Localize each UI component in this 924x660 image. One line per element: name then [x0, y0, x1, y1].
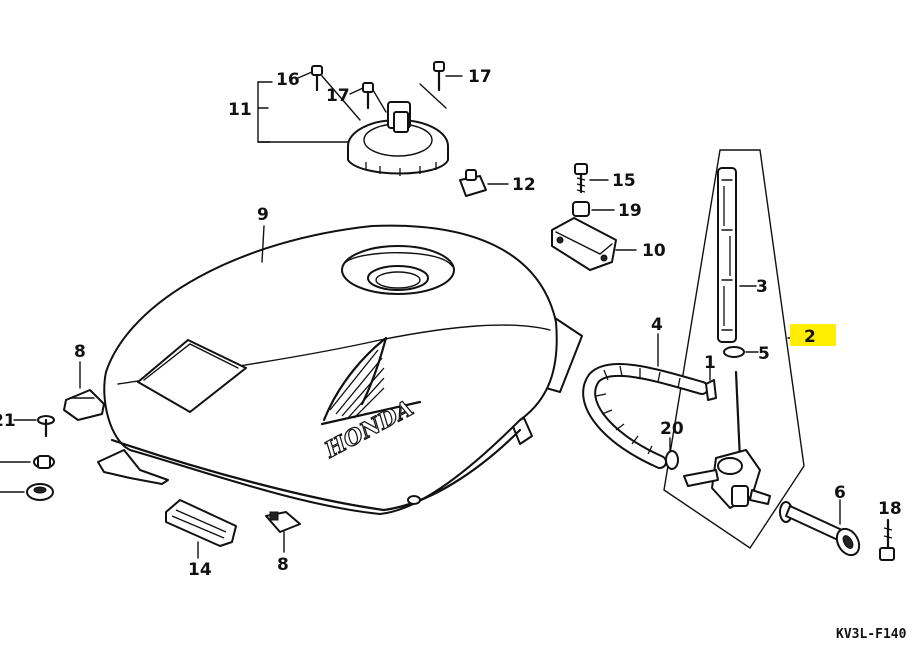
callout-10: 10	[642, 241, 666, 261]
callout-15: 15	[612, 171, 636, 191]
fuel-cap-assembly	[347, 101, 449, 176]
callout-6: 6	[834, 483, 846, 503]
cap-bolt-17-right	[433, 61, 445, 92]
screw-18	[879, 518, 895, 561]
callout-4: 4	[651, 315, 663, 335]
hose-clip-1	[705, 363, 717, 401]
o-ring-5	[723, 346, 745, 358]
fuel-tank-part: HONDA	[97, 224, 583, 515]
callout-17-left: 17	[326, 86, 350, 106]
callout-2: 2	[804, 327, 816, 347]
collar-washer	[0, 455, 55, 469]
callout-19: 19	[618, 201, 642, 221]
callout-1: 1	[704, 353, 716, 373]
fuel-valve-assembly	[663, 149, 805, 549]
bracket-10	[551, 217, 637, 271]
callout-8-upper: 8	[74, 342, 86, 362]
callout-14: 14	[188, 560, 212, 580]
sheet-code: KV3L-F140	[836, 627, 907, 642]
callout-12: 12	[512, 175, 536, 195]
strainer-3	[717, 167, 737, 343]
cap-bolt-16	[311, 65, 323, 92]
bolt-21	[13, 415, 55, 438]
valve-group-outline	[663, 149, 805, 549]
callout-17-right: 17	[468, 67, 492, 87]
cap-bolt-17-left	[362, 82, 374, 110]
collar-19	[572, 201, 615, 217]
callout-18: 18	[878, 499, 902, 519]
callout-8-lower: 8	[277, 555, 289, 575]
rubber-mount	[0, 483, 54, 501]
callout-5: 5	[758, 344, 770, 364]
callout-20: 20	[660, 419, 684, 439]
highlight-callout-2	[790, 324, 836, 346]
callout-11: 11	[228, 100, 252, 120]
damper-8-lower	[265, 511, 301, 553]
hose-clip-20	[665, 437, 679, 470]
callout-21: 21	[0, 411, 16, 431]
damper-8-upper	[63, 361, 105, 421]
drain-screw-6	[779, 499, 861, 557]
callout-3: 3	[756, 277, 768, 297]
bolt-15	[574, 163, 609, 194]
grommet-12	[459, 169, 509, 197]
fuel-hose-4	[582, 333, 709, 469]
callout-9: 9	[257, 205, 269, 225]
cushion-14	[165, 499, 237, 559]
callout-16: 16	[276, 70, 300, 90]
